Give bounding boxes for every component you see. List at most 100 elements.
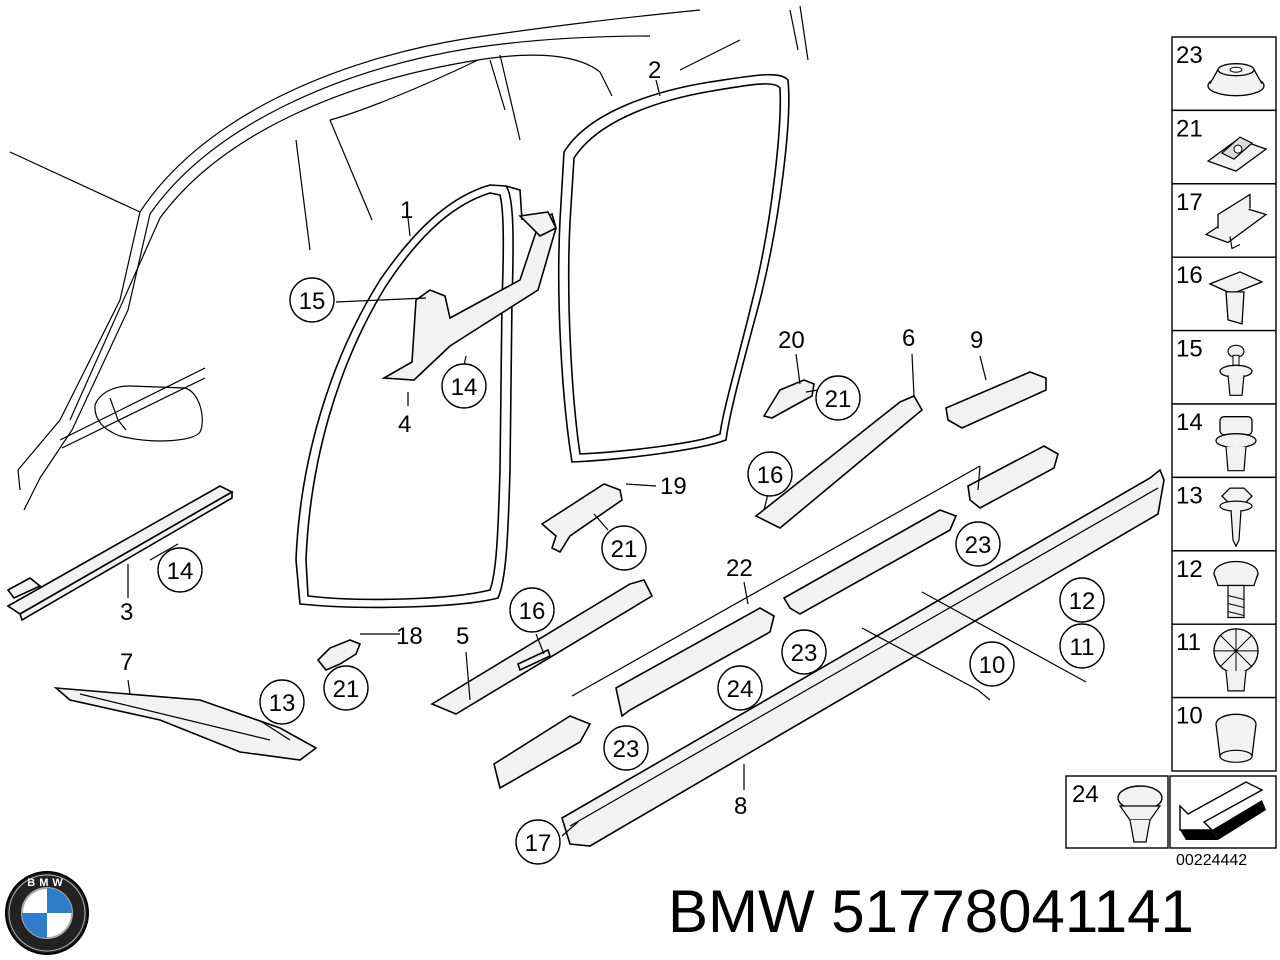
label-9: 9 [970, 327, 983, 354]
panel-num-10: 10 [1176, 703, 1203, 730]
svg-text:16: 16 [757, 462, 784, 489]
panel-num-13: 13 [1176, 482, 1203, 509]
callout-23-right: 23 [955, 521, 1001, 567]
panel-cell-12: 12 [1171, 550, 1277, 625]
bracket-19 [540, 483, 623, 554]
label-18: 18 [396, 623, 423, 650]
svg-text:21: 21 [825, 386, 852, 413]
panel-num-15: 15 [1176, 336, 1203, 363]
panel-num-24: 24 [1072, 781, 1099, 808]
panel-cell-13: 13 [1171, 476, 1277, 552]
svg-text:21: 21 [611, 536, 638, 563]
callout-16-rear: 16 [747, 451, 793, 497]
clip-nut-icon [1206, 136, 1268, 172]
small-bracket-18 [316, 639, 362, 671]
panel-cell-23: 23 [1171, 36, 1277, 112]
callout-15: 15 [289, 277, 335, 323]
svg-text:15: 15 [299, 288, 326, 315]
svg-text:13: 13 [269, 690, 296, 717]
panel-num-12: 12 [1176, 556, 1203, 583]
svg-text:23: 23 [965, 532, 992, 559]
svg-text:12: 12 [1069, 588, 1096, 615]
panel-num-11: 11 [1176, 629, 1201, 656]
callout-11: 11 [1059, 623, 1105, 669]
svg-text:14: 14 [167, 558, 194, 585]
bracket-20 [762, 379, 815, 419]
callout-21-middle: 21 [601, 525, 647, 571]
svg-text:11: 11 [1070, 634, 1095, 661]
rear-door-seal [557, 73, 790, 463]
panel-num-14: 14 [1176, 409, 1203, 436]
callout-14-upper: 14 [441, 363, 487, 409]
arrow-icon [1179, 781, 1266, 840]
label-7: 7 [120, 649, 133, 676]
callout-14-lower: 14 [157, 547, 203, 593]
button-clip-icon [1117, 785, 1163, 843]
leader-lines [127, 79, 1087, 837]
label-1: 1 [400, 197, 413, 224]
label-6: 6 [902, 325, 915, 352]
callout-23-left: 23 [603, 725, 649, 771]
panel-cell-16: 16 [1171, 256, 1277, 332]
sill-strip-left [6, 485, 234, 622]
panel-bottom-row: 24 [1065, 775, 1277, 849]
callout-23-center: 23 [781, 629, 827, 675]
label-3: 3 [120, 599, 133, 626]
hex-screw-icon [1219, 487, 1253, 548]
push-rivet-icon [1208, 271, 1264, 325]
svg-text:14: 14 [451, 374, 478, 401]
panel-num-16: 16 [1176, 262, 1203, 289]
bmw-logo: BMW [4, 870, 90, 956]
panel-num-17: 17 [1176, 189, 1203, 216]
panel-num-21: 21 [1176, 115, 1203, 142]
pillar-trim-piece [381, 211, 558, 381]
svg-text:16: 16 [519, 598, 546, 625]
front-door-seal [295, 184, 523, 609]
label-19: 19 [660, 473, 687, 500]
svg-text:17: 17 [525, 830, 552, 857]
grommet-icon [1207, 63, 1265, 97]
fastener-parts-panel: 23 21 17 16 15 14 13 12 11 10 [1171, 36, 1277, 772]
panel-cell-15: 15 [1171, 329, 1277, 405]
collar-screw-icon [1213, 560, 1259, 619]
callout-12: 12 [1059, 577, 1105, 623]
callout-10: 10 [969, 641, 1015, 687]
footer-title: BMW 51778041141 [668, 878, 1194, 945]
bracket-clip-icon [1204, 193, 1268, 250]
spread-rivet-icon [1213, 628, 1259, 692]
label-20: 20 [778, 327, 805, 354]
panel-cell-17: 17 [1171, 183, 1277, 258]
entry-sill-plate-rear [754, 394, 924, 529]
panel-cell-14: 14 [1171, 403, 1277, 479]
callout-16-front: 16 [509, 587, 555, 633]
panel-cell-11: 11 [1171, 623, 1277, 699]
entry-sill-plate-front [430, 579, 654, 715]
callout-24: 24 [717, 665, 763, 711]
callout-21-lower: 21 [323, 665, 369, 711]
plug-icon [1215, 713, 1257, 763]
label-5: 5 [456, 623, 469, 650]
panel-num-23: 23 [1176, 42, 1203, 69]
callout-13: 13 [259, 679, 305, 725]
svg-text:24: 24 [727, 676, 754, 703]
car-body-outline [9, 5, 809, 511]
clip-icon [1215, 416, 1257, 472]
label-2: 2 [648, 57, 661, 84]
panel-cell-10: 10 [1171, 696, 1277, 772]
svg-text:23: 23 [613, 736, 640, 763]
svg-text:BMW: BMW [27, 877, 67, 889]
bracket-set-22 [493, 445, 1059, 790]
diagram-id: 00224442 [1176, 852, 1248, 869]
svg-text:10: 10 [979, 652, 1006, 679]
svg-text:23: 23 [791, 640, 818, 667]
callout-17: 17 [515, 819, 561, 865]
label-4: 4 [398, 411, 411, 438]
svg-text:21: 21 [333, 676, 360, 703]
bracket-9 [945, 371, 1047, 429]
label-8: 8 [734, 793, 747, 820]
label-22: 22 [726, 555, 753, 582]
sill-cover-panel [561, 468, 1165, 847]
callout-21-upper: 21 [815, 375, 861, 421]
lower-trim-panel [53, 686, 318, 761]
